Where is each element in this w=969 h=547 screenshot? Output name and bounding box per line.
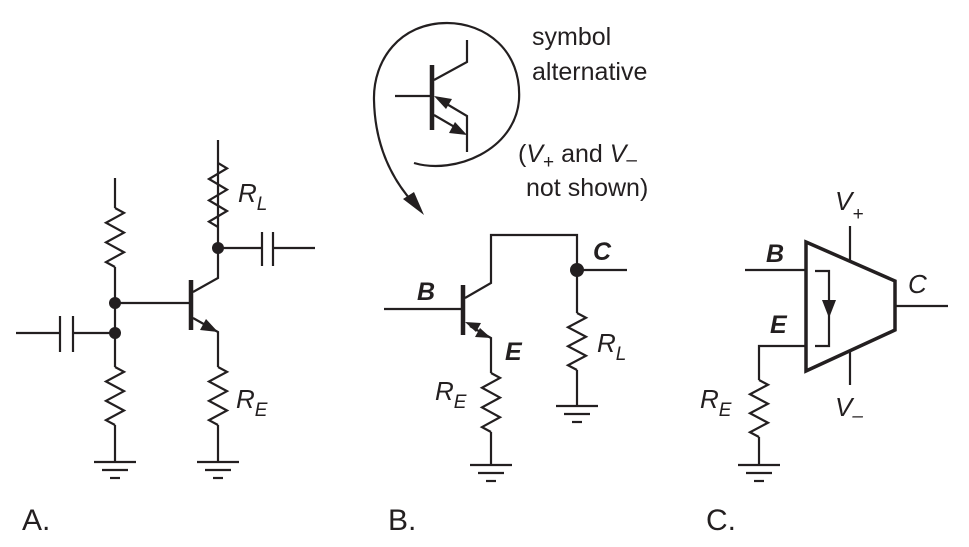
ground-icon xyxy=(470,463,512,483)
label-e: E xyxy=(505,338,523,366)
label-c: C xyxy=(908,269,927,299)
note-supply: (V+ and V– xyxy=(518,140,637,173)
resistor-re xyxy=(206,366,230,426)
transistor-block xyxy=(804,239,897,374)
resistor-re xyxy=(747,379,771,438)
resistor-rl xyxy=(206,162,230,228)
label-b: B xyxy=(417,278,435,306)
ground-icon xyxy=(556,404,598,424)
panel-a-circuit: RL RE A. xyxy=(16,140,315,537)
emitter-arrow-out-icon xyxy=(475,328,491,338)
label-re: RE xyxy=(435,376,467,413)
panel-c-circuit: V+ V– B C E RE C. xyxy=(700,186,948,537)
note-symbol: symbol xyxy=(532,23,611,51)
alternative-transistor-symbol xyxy=(395,40,469,152)
collector-wire xyxy=(433,40,469,81)
panel-b-circuit: symbol alternative (V+ and V– not shown)… xyxy=(372,21,648,537)
ground-icon xyxy=(94,460,136,480)
callout-arrow xyxy=(372,21,521,211)
resistor-rl xyxy=(565,312,589,371)
label-re: RE xyxy=(700,384,732,421)
ground-icon xyxy=(738,463,780,483)
collector-wire xyxy=(192,140,220,293)
note-not-shown: not shown) xyxy=(526,174,648,202)
ground-icon xyxy=(197,460,239,480)
current-arrow-icon xyxy=(822,300,836,318)
panel-label-c: C. xyxy=(706,504,736,537)
label-re: RE xyxy=(236,384,268,421)
label-rl: RL xyxy=(238,178,267,215)
label-rl: RL xyxy=(597,328,626,365)
panel-label-a: A. xyxy=(22,504,50,537)
label-e: E xyxy=(770,311,788,339)
resistor-re xyxy=(479,372,503,433)
arrow-out-icon xyxy=(449,122,467,135)
arrow-in-icon xyxy=(434,96,452,109)
emitter-wire xyxy=(439,99,469,152)
emitter-arrow-in-icon xyxy=(465,322,481,332)
emitter-arrow-icon xyxy=(200,319,218,332)
collector-wire xyxy=(464,233,579,313)
label-c: C xyxy=(593,238,612,266)
emitter-wire xyxy=(757,344,806,380)
bias-resistor-top xyxy=(103,207,127,268)
callout-arrowhead-icon xyxy=(403,192,424,215)
label-v-minus: V– xyxy=(835,392,863,427)
label-b: B xyxy=(766,240,784,268)
bias-resistor-bottom xyxy=(103,366,127,426)
note-alternative: alternative xyxy=(532,58,647,86)
panel-label-b: B. xyxy=(388,504,416,537)
label-v-plus: V+ xyxy=(835,186,863,225)
